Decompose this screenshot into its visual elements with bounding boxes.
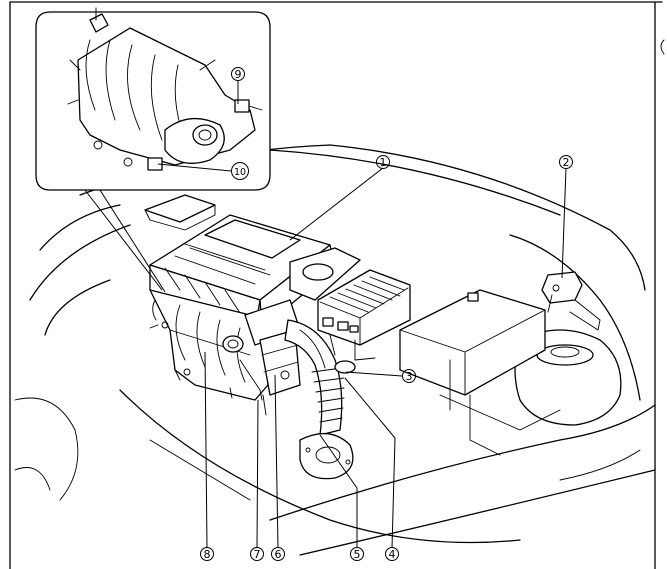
leader-lines [157,81,567,549]
battery-box [399,289,561,456]
svg-text:10: 10 [234,167,246,178]
callout-8: 8 [200,547,214,561]
callout-9: 9 [231,67,245,81]
callout-2: 2 [559,155,573,169]
page-frame [9,1,665,569]
callout-4: 4 [385,547,399,561]
callout-1: 1 [376,155,390,169]
callout-7: 7 [250,547,264,561]
svg-text:6: 6 [275,548,282,561]
vehicle-body-outline [14,144,656,556]
inset-manifold [67,7,263,171]
svg-text:9: 9 [235,68,242,81]
svg-text:3: 3 [406,370,413,383]
intake-manifold [149,289,269,401]
callout-6: 6 [271,547,285,561]
callout-10: 10 [231,162,249,180]
callout-3: 3 [402,369,416,383]
svg-text:7: 7 [254,548,261,561]
svg-text:1: 1 [380,156,387,169]
throttle-body [222,299,301,416]
front-panel [144,194,216,231]
svg-text:2: 2 [563,156,570,169]
svg-text:4: 4 [389,548,396,561]
air-hose [284,319,356,480]
svg-text:8: 8 [204,548,211,561]
callout-5: 5 [350,547,364,561]
svg-text:5: 5 [354,548,361,561]
pcm-module [317,269,411,361]
